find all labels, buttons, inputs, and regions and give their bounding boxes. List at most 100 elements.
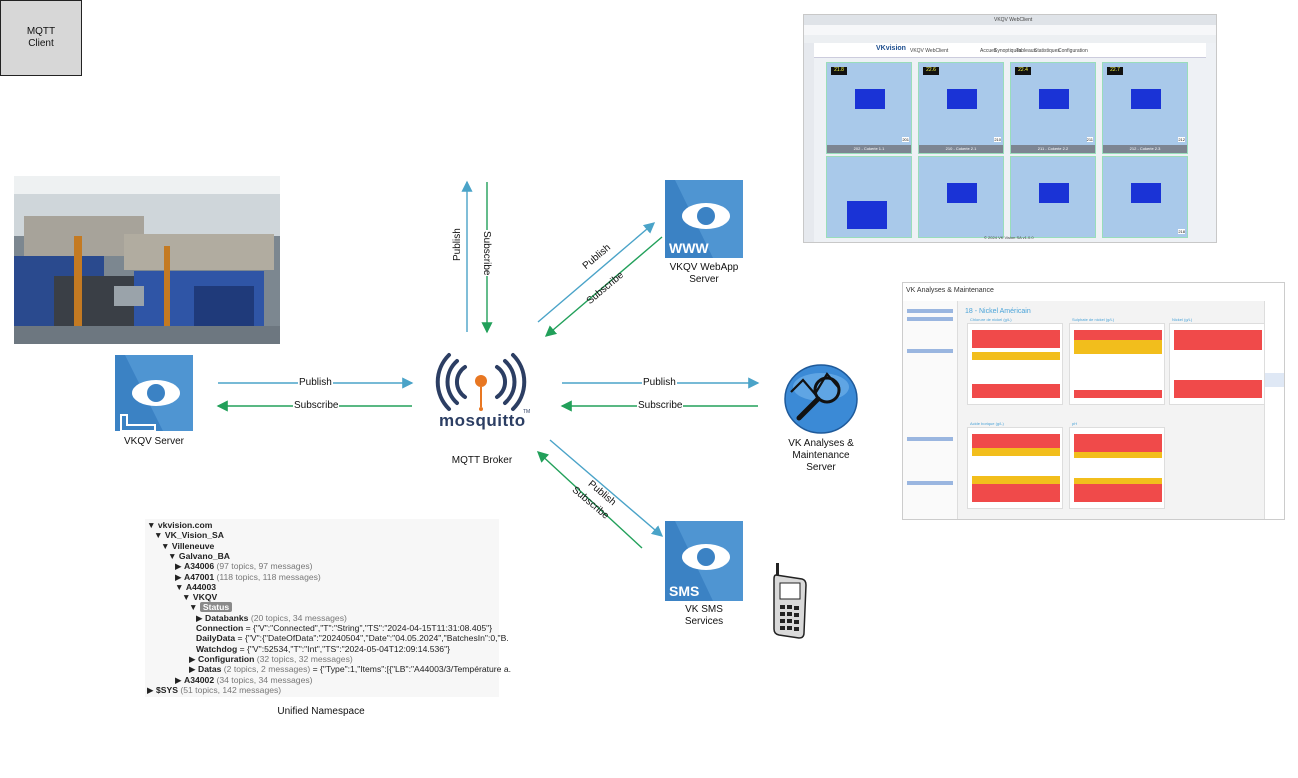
tree-node[interactable]: DailyData = {"V":{"DateOfData":"20240504… (196, 633, 509, 644)
analysis-chart-4[interactable]: Acide borique (g/L) (967, 421, 1063, 509)
tree-node-name: Datas (198, 664, 222, 675)
mosquitto-logo: mosquitto TM (425, 339, 537, 443)
sms-services-icon: SMS (665, 521, 743, 601)
tree-node-name: $SYS (156, 684, 178, 695)
synoptic-panel-1[interactable]: 21.8 202 - Cokerie 1.1 201 (826, 62, 912, 154)
tree-node-name: Status (199, 602, 233, 613)
synoptic-panel-2[interactable]: 22.6 210 - Cokerie 2.1 210 (918, 62, 1004, 154)
expanded-arrow-icon[interactable]: ▼ (154, 530, 165, 541)
expanded-arrow-icon[interactable]: ▼ (161, 540, 172, 551)
subscribe-label-analyses: Subscribe (637, 400, 684, 411)
tree-node[interactable]: ▼ Villeneuve (161, 541, 214, 552)
tree-node-name: A44003 (185, 581, 217, 592)
vkqv-server-label: VKQV Server (123, 436, 185, 447)
tree-node[interactable]: ▶ Datas (2 topics, 2 messages) = {"Type"… (189, 664, 511, 675)
tank-1 (855, 89, 885, 109)
synoptic-panel-5[interactable] (826, 156, 912, 238)
analyses-sidebar (903, 301, 958, 519)
expanded-arrow-icon[interactable]: ▼ (182, 592, 193, 603)
tree-node[interactable]: ▶ $SYS (51 topics, 142 messages) (147, 685, 281, 696)
webapp-label: VKQV WebApp Server (654, 262, 754, 286)
tank-2 (947, 89, 977, 109)
expanded-arrow-icon[interactable]: ▼ (175, 581, 186, 592)
expanded-arrow-icon[interactable]: ▼ (147, 520, 158, 530)
tree-node[interactable]: ▼ VKQV (182, 592, 217, 603)
webapp-screenshot: VKQV WebClient VKvision VKQV WebClient A… (803, 14, 1217, 243)
tank-6 (947, 183, 977, 203)
tree-node-name: Configuration (198, 653, 255, 664)
tree-node[interactable]: ▼ Status (189, 602, 233, 613)
tree-node[interactable]: ▶ A34002 (34 topics, 34 messages) (175, 675, 313, 686)
expanded-arrow-icon[interactable]: ▼ (189, 602, 200, 613)
analysis-chart-3-title: Nickel (g/L) (1172, 317, 1193, 322)
collapsed-arrow-icon[interactable]: ▶ (196, 612, 205, 623)
tree-node-value: = {"Type":1,"Items":[{"LB":"A44003/3/Tem… (310, 664, 511, 675)
tree-node[interactable]: ▶ A34006 (97 topics, 97 messages) (175, 561, 313, 572)
panel-number-1: 201 (902, 137, 909, 142)
synoptic-panel-8[interactable]: 218 (1102, 156, 1188, 238)
panel-caption-4: 212 - Cokerie 2.3 (1103, 145, 1187, 153)
synoptic-panel-7[interactable] (1010, 156, 1096, 238)
tree-node[interactable]: ▶ A47001 (118 topics, 118 messages) (175, 572, 321, 583)
tree-node[interactable]: ▼ Galvano_BA (168, 551, 230, 562)
tree-node[interactable]: ▼ VK_Vision_SA (154, 530, 224, 541)
mosquitto-tm: TM (523, 409, 531, 415)
analysis-chart-2[interactable]: Sulphate de nickel (g/L) (1069, 317, 1165, 405)
synoptic-panel-3[interactable]: 22.4 211 - Cokerie 2.2 211 (1010, 62, 1096, 154)
browser-tab-title: VKQV WebClient (994, 17, 1033, 23)
tree-node-name: A47001 (184, 571, 215, 582)
tree-node-name: vkvision.com (157, 520, 213, 530)
collapsed-arrow-icon[interactable]: ▶ (175, 674, 184, 685)
tree-node-meta: (2 topics, 2 messages) (221, 664, 311, 675)
sms-label: VK SMS Services (654, 604, 754, 628)
collapsed-arrow-icon[interactable]: ▶ (147, 684, 156, 695)
app-menu-5[interactable]: Configuration (1058, 48, 1088, 54)
tree-node-meta: (20 topics, 34 messages) (248, 612, 347, 623)
analysis-chart-3[interactable]: Nickel (g/L) (1169, 317, 1265, 405)
tree-node[interactable]: Connection = {"V":"Connected","T":"Strin… (196, 623, 492, 634)
collapsed-arrow-icon[interactable]: ▶ (175, 561, 184, 572)
webapp-server-icon: WWW (665, 180, 743, 258)
app-menu-2[interactable]: Synoptiques (994, 48, 1022, 54)
tree-node[interactable]: ▼ vkvision.com (147, 520, 212, 531)
tree-node[interactable]: ▶ Databanks (20 topics, 34 messages) (196, 613, 347, 624)
app-menu-4[interactable]: Statistiques (1034, 48, 1060, 54)
analysis-chart-1[interactable]: Chlorure de nickel (g/L) (967, 317, 1063, 405)
subscribe-label-client: Subscribe (481, 230, 492, 277)
analysis-chart-5[interactable]: pH (1069, 421, 1165, 509)
analyses-magnifier-icon (781, 362, 861, 436)
synoptic-panel-6[interactable] (918, 156, 1004, 238)
unified-namespace-tree: ▼ vkvision.com▼ VK_Vision_SA▼ Villeneuve… (145, 519, 511, 697)
app-menu-3[interactable]: Tableaux (1016, 48, 1037, 54)
expanded-arrow-icon[interactable]: ▼ (168, 550, 179, 561)
analyses-app-title: VK Analyses & Maintenance (906, 287, 994, 294)
tree-node-name: A34002 (184, 674, 215, 685)
bookmarks-bar (804, 35, 1216, 43)
app-brand: VKvision (876, 45, 906, 52)
collapsed-arrow-icon[interactable]: ▶ (189, 664, 198, 675)
tree-node[interactable]: ▶ Configuration (32 topics, 32 messages) (189, 654, 353, 665)
collapsed-arrow-icon[interactable]: ▶ (189, 653, 198, 664)
tree-node-name: Watchdog (196, 643, 238, 654)
reading-4: 22.7 (1107, 67, 1123, 75)
analyses-label-line3: Server (806, 462, 836, 473)
browser-titlebar: VKQV WebClient (804, 15, 1216, 25)
tree-node-name: Connection (196, 623, 244, 633)
tree-node-name: Villeneuve (171, 540, 215, 551)
panel-number-8: 218 (1178, 229, 1185, 234)
panel-number-4: 212 (1178, 137, 1185, 142)
mqtt-client-line1: MQTT (26, 26, 56, 37)
tree-node[interactable]: Watchdog = {"V":52534,"T":"Int","TS":"20… (196, 644, 450, 655)
tree-node-name: Databanks (205, 612, 249, 623)
analysis-chart-1-title: Chlorure de nickel (g/L) (970, 317, 1012, 322)
synoptic-panel-4[interactable]: 22.7 212 - Cokerie 2.3 212 (1102, 62, 1188, 154)
unified-namespace-caption: Unified Namespace (277, 706, 365, 717)
tree-node-meta: (34 topics, 34 messages) (214, 674, 313, 685)
publish-arrow-sms (549, 439, 664, 537)
sms-label-line2: Services (684, 616, 724, 627)
tank-7 (1039, 183, 1069, 203)
collapsed-arrow-icon[interactable]: ▶ (175, 571, 184, 582)
analyses-label: VK Analyses & Maintenance Server (768, 438, 874, 474)
app-menu-1[interactable]: Accueil (980, 48, 997, 54)
tree-node[interactable]: ▼ A44003 (175, 582, 216, 593)
